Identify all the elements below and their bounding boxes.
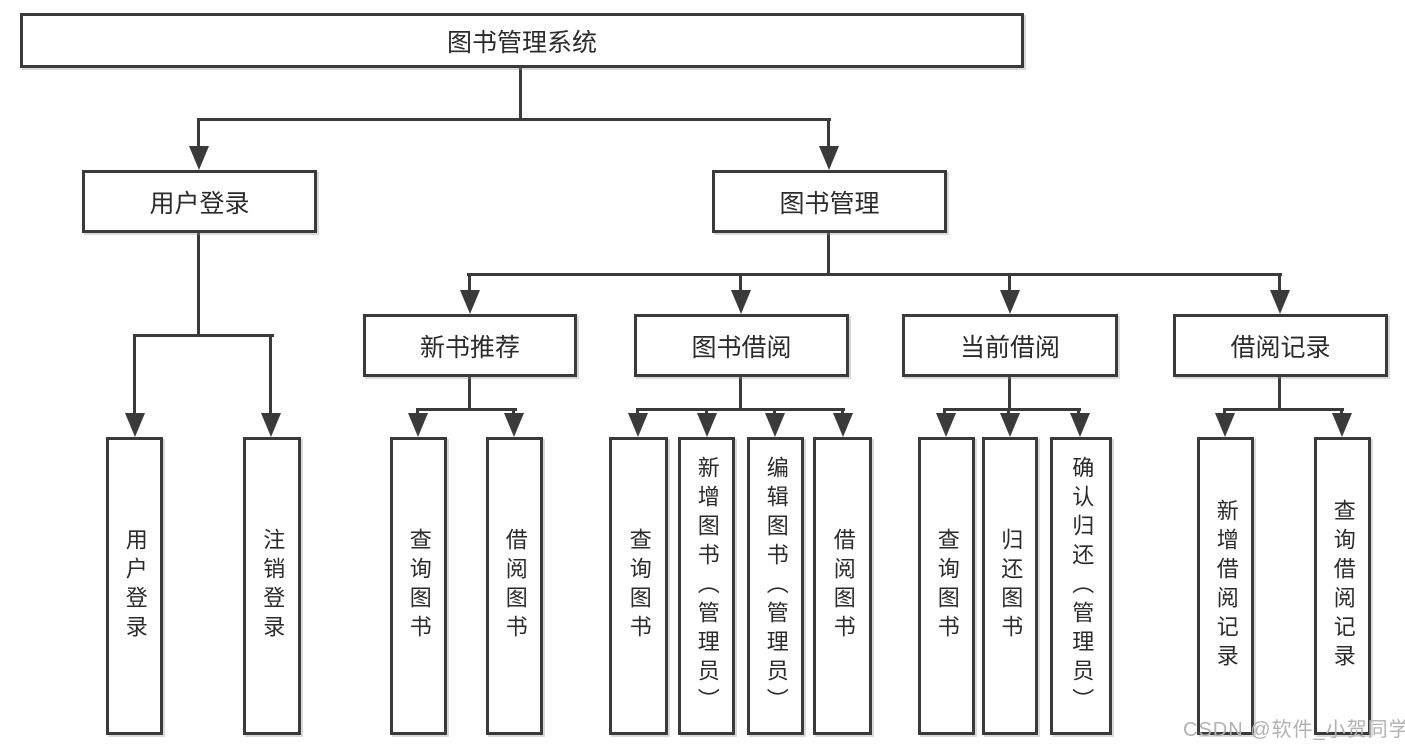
node-label: 借阅图书: [830, 528, 856, 644]
node-label: 新增图书（管理员）: [694, 455, 720, 717]
node-borrow-books-recommend: 借阅图书: [486, 437, 543, 735]
connector-line: [739, 273, 742, 291]
watermark-csdn: CSDN @软件_小贺同学: [1183, 719, 1405, 741]
node-query-books-borrowing: 查询图书: [609, 437, 668, 735]
connector-line: [133, 334, 274, 337]
connector-line: [705, 408, 708, 416]
node-edit-books-admin: 编辑图书（管理员）: [747, 437, 804, 735]
connector-line: [827, 233, 830, 275]
node-label: 新书推荐: [419, 333, 520, 362]
node-new-book-recommendation: 新书推荐: [363, 314, 577, 377]
connector-line: [197, 118, 831, 121]
connector-line: [773, 408, 776, 416]
connector-line: [636, 408, 845, 411]
node-library-management-system: 图书管理系统: [20, 13, 1024, 68]
arrow-down-icon: [261, 413, 281, 437]
node-query-books-recommend: 查询图书: [390, 437, 447, 735]
node-book-borrowing: 图书借阅: [634, 314, 849, 377]
connector-line: [468, 273, 471, 291]
arrow-down-icon: [1270, 290, 1290, 314]
node-label: 借阅图书: [502, 528, 528, 644]
node-label: 图书管理: [779, 189, 880, 218]
arrow-down-icon: [408, 413, 428, 437]
connector-line: [133, 334, 136, 416]
node-user-login: 用户登录: [82, 170, 317, 233]
arrow-down-icon: [819, 146, 839, 170]
node-label: 图书管理系统: [446, 28, 597, 57]
arrow-down-icon: [504, 413, 524, 437]
node-label: 用户登录: [149, 189, 250, 218]
connector-line: [197, 118, 200, 148]
arrow-down-icon: [765, 413, 785, 437]
node-label: 编辑图书（管理员）: [763, 455, 789, 717]
node-confirm-return-admin: 确认归还（管理员）: [1050, 437, 1112, 735]
arrow-down-icon: [697, 413, 717, 437]
node-add-borrow-record: 新增借阅记录: [1197, 437, 1254, 735]
node-query-borrow-record: 查询借阅记录: [1314, 437, 1371, 735]
node-label: 查询借阅记录: [1330, 499, 1356, 673]
arrow-down-icon: [1215, 413, 1235, 437]
node-label: 借阅记录: [1230, 333, 1331, 362]
arrow-down-icon: [833, 413, 853, 437]
node-label: 归还图书: [998, 528, 1024, 644]
connector-line: [636, 408, 639, 416]
connector-line: [519, 68, 522, 120]
node-query-books-current: 查询图书: [918, 437, 975, 735]
connector-line: [1278, 377, 1281, 410]
node-label: 确认归还（管理员）: [1069, 455, 1095, 717]
connector-line: [416, 408, 419, 416]
connector-line: [468, 377, 471, 410]
connector-line: [739, 377, 742, 410]
connector-line: [827, 118, 830, 148]
arrow-down-icon: [460, 290, 480, 314]
node-label: 查询图书: [934, 528, 960, 644]
arrow-down-icon: [936, 413, 956, 437]
node-label: 新增借阅记录: [1213, 499, 1239, 673]
arrow-down-icon: [189, 146, 209, 170]
connector-line: [1007, 408, 1010, 416]
connector-line: [197, 233, 200, 337]
arrow-down-icon: [731, 290, 751, 314]
connector-line: [1008, 273, 1011, 291]
node-label: 用户登录: [122, 528, 148, 644]
arrow-down-icon: [1000, 290, 1020, 314]
node-borrow-books-borrowing: 借阅图书: [813, 437, 872, 735]
connector-line: [1008, 377, 1011, 410]
connector-line: [1223, 408, 1226, 416]
node-logout-login: 注销登录: [243, 437, 301, 735]
node-current-borrowing: 当前借阅: [902, 314, 1118, 377]
connector-line: [943, 408, 1081, 411]
node-label: 注销登录: [260, 528, 286, 644]
node-return-books: 归还图书: [982, 437, 1038, 735]
node-label: 查询图书: [406, 528, 432, 644]
connector-line: [943, 408, 946, 416]
node-label: 图书借阅: [691, 333, 792, 362]
node-borrowing-records: 借阅记录: [1173, 314, 1388, 377]
connector-line: [416, 408, 517, 411]
arrow-down-icon: [1332, 413, 1352, 437]
connector-line: [1278, 273, 1281, 291]
arrow-down-icon: [628, 413, 648, 437]
node-label: 查询图书: [626, 528, 652, 644]
node-add-books-admin: 新增图书（管理员）: [678, 437, 735, 735]
connector-line: [841, 408, 844, 416]
connector-line: [467, 273, 1282, 276]
connector-line: [512, 408, 515, 416]
arrow-down-icon: [125, 413, 145, 437]
connector-line: [1223, 408, 1344, 411]
arrow-down-icon: [1070, 413, 1090, 437]
connector-line: [1077, 408, 1080, 416]
node-user-login-leaf: 用户登录: [106, 437, 163, 735]
node-label: 当前借阅: [959, 333, 1060, 362]
connector-line: [269, 334, 272, 416]
node-book-management: 图书管理: [712, 170, 947, 233]
connector-line: [1340, 408, 1343, 416]
arrow-down-icon: [1000, 413, 1020, 437]
